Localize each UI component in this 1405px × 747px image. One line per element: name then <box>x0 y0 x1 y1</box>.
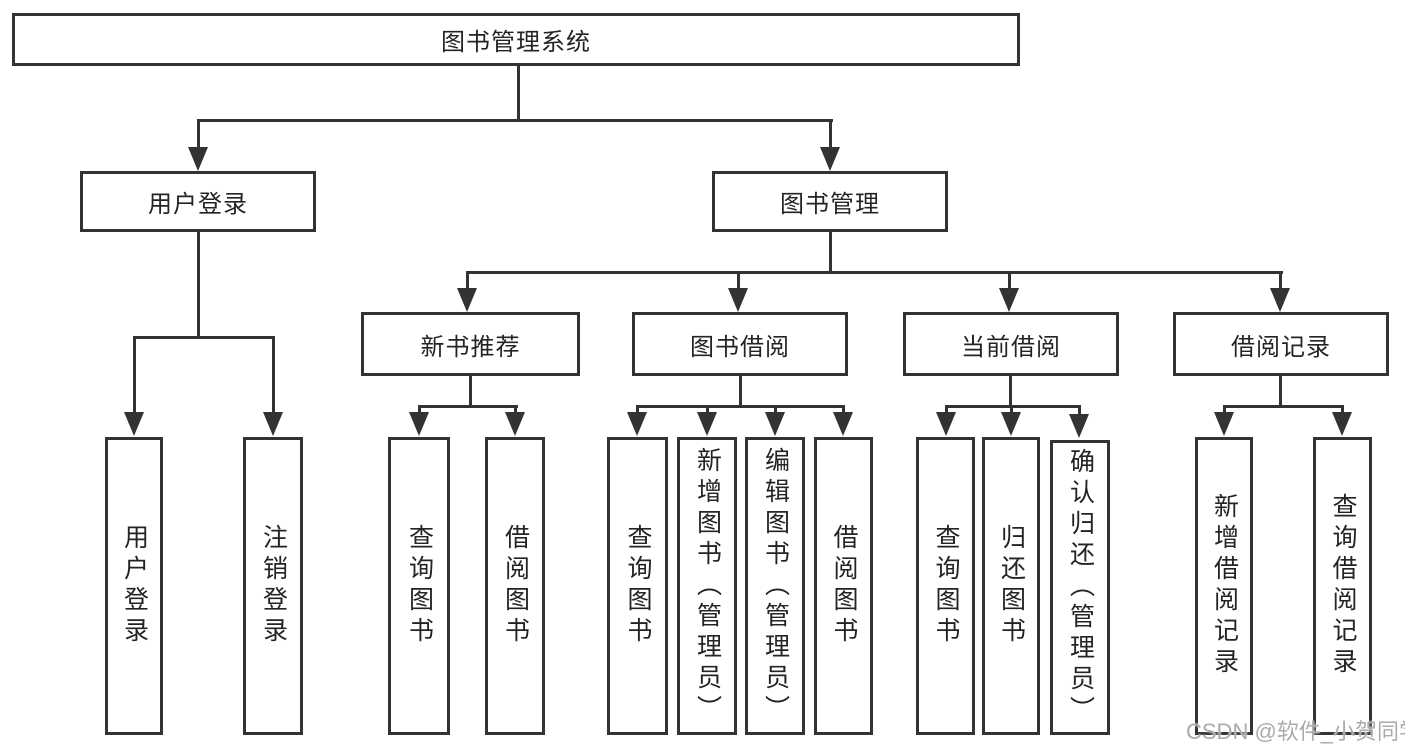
leaf-add-book-admin: 新增图书（管理员） <box>677 437 737 735</box>
connector-group-rail <box>636 405 845 408</box>
connector-stub <box>1223 405 1226 415</box>
leaf-confirm-return-admin-label: 确认归还（管理员） <box>1066 448 1095 727</box>
leaf-return-books: 归还图书 <box>982 437 1040 735</box>
connector-root-rail <box>197 119 833 122</box>
arrow-down-icon <box>820 147 840 171</box>
arrow-down-icon <box>728 288 748 312</box>
arrow-down-icon <box>457 288 477 312</box>
node-book-borrow-label: 图书借阅 <box>690 333 790 361</box>
connector-stub <box>466 271 469 293</box>
connector-stub <box>1078 405 1081 415</box>
arrow-down-icon <box>505 412 525 436</box>
arrow-down-icon <box>188 147 208 171</box>
connector-stub <box>272 336 275 416</box>
connector-stub <box>1008 271 1011 293</box>
arrow-down-icon <box>833 412 853 436</box>
arrow-down-icon <box>263 412 283 436</box>
leaf-query-borrow-record-label: 查询借阅记录 <box>1329 493 1357 679</box>
leaf-query-books-3-label: 查询图书 <box>932 524 960 648</box>
node-root-label: 图书管理系统 <box>441 29 591 56</box>
arrow-down-icon <box>1001 412 1021 436</box>
node-book-management-label: 图书管理 <box>780 191 880 218</box>
leaf-return-books-label: 归还图书 <box>997 524 1026 648</box>
connector-stub <box>829 119 832 151</box>
connector-book-mgmt-stem <box>829 232 832 273</box>
csdn-watermark: CSDN @软件_小贺同学 <box>1186 719 1405 744</box>
arrow-down-icon <box>1214 412 1234 436</box>
leaf-confirm-return-admin: 确认归还（管理员） <box>1050 440 1110 735</box>
leaf-query-books-2: 查询图书 <box>607 437 668 735</box>
node-borrow-record: 借阅记录 <box>1173 312 1389 376</box>
arrow-down-icon <box>1332 412 1352 436</box>
arrow-down-icon <box>697 412 717 436</box>
leaf-logout: 注销登录 <box>243 437 303 735</box>
connector-stub <box>1279 271 1282 293</box>
connector-stub <box>418 405 421 415</box>
node-current-borrow: 当前借阅 <box>903 312 1119 376</box>
leaf-user-login-label: 用户登录 <box>120 524 149 648</box>
connector-stub <box>774 405 777 415</box>
leaf-borrow-books-2: 借阅图书 <box>814 437 873 735</box>
connector-group-stem <box>1279 376 1282 407</box>
node-current-borrow-label: 当前借阅 <box>961 333 1061 361</box>
arrow-down-icon <box>409 412 429 436</box>
arrow-down-icon <box>1069 414 1089 438</box>
leaf-borrow-books-2-label: 借阅图书 <box>830 524 858 648</box>
node-new-book-recommend: 新书推荐 <box>361 312 580 376</box>
arrow-down-icon <box>936 412 956 436</box>
leaf-query-books-1-label: 查询图书 <box>405 524 434 648</box>
leaf-query-borrow-record: 查询借阅记录 <box>1313 437 1372 735</box>
node-borrow-record-label: 借阅记录 <box>1231 333 1331 361</box>
connector-stub <box>842 405 845 415</box>
node-root: 图书管理系统 <box>12 13 1020 66</box>
connector-stub <box>945 405 948 415</box>
arrow-down-icon <box>1270 288 1290 312</box>
connector-user-login-rail <box>133 336 275 339</box>
node-user-login: 用户登录 <box>80 171 316 232</box>
connector-group-stem <box>1009 376 1012 407</box>
arrow-down-icon <box>999 288 1019 312</box>
leaf-edit-book-admin: 编辑图书（管理员） <box>745 437 805 735</box>
connector-stub <box>737 271 740 293</box>
leaf-edit-book-admin-label: 编辑图书（管理员） <box>761 446 790 726</box>
connector-user-login-stem <box>197 232 200 338</box>
arrow-down-icon <box>627 412 647 436</box>
connector-root-stem <box>517 66 520 121</box>
leaf-borrow-books-1-label: 借阅图书 <box>501 524 530 648</box>
leaf-add-book-admin-label: 新增图书（管理员） <box>693 446 722 726</box>
connector-stub <box>1010 405 1013 415</box>
connector-group-stem <box>739 376 742 407</box>
leaf-add-borrow-record-label: 新增借阅记录 <box>1210 493 1239 679</box>
connector-stub <box>514 405 517 415</box>
leaf-add-borrow-record: 新增借阅记录 <box>1195 437 1253 735</box>
node-book-borrow: 图书借阅 <box>632 312 848 376</box>
node-book-management: 图书管理 <box>712 171 948 232</box>
node-user-login-label: 用户登录 <box>148 191 248 218</box>
leaf-user-login: 用户登录 <box>105 437 163 735</box>
node-new-book-recommend-label: 新书推荐 <box>420 333 521 361</box>
connector-book-mgmt-rail <box>466 271 1283 274</box>
connector-stub <box>636 405 639 415</box>
arrow-down-icon <box>124 412 144 436</box>
connector-stub <box>1341 405 1344 415</box>
connector-stub <box>197 119 200 151</box>
connector-group-rail <box>1223 405 1344 408</box>
connector-stub <box>133 336 136 416</box>
leaf-query-books-2-label: 查询图书 <box>624 524 652 648</box>
arrow-down-icon <box>765 412 785 436</box>
connector-group-stem <box>469 376 472 407</box>
leaf-query-books-1: 查询图书 <box>388 437 450 735</box>
connector-group-rail <box>418 405 518 408</box>
leaf-logout-label: 注销登录 <box>259 524 288 648</box>
connector-group-rail <box>945 405 1081 408</box>
leaf-query-books-3: 查询图书 <box>916 437 975 735</box>
leaf-borrow-books-1: 借阅图书 <box>485 437 545 735</box>
connector-stub <box>706 405 709 415</box>
